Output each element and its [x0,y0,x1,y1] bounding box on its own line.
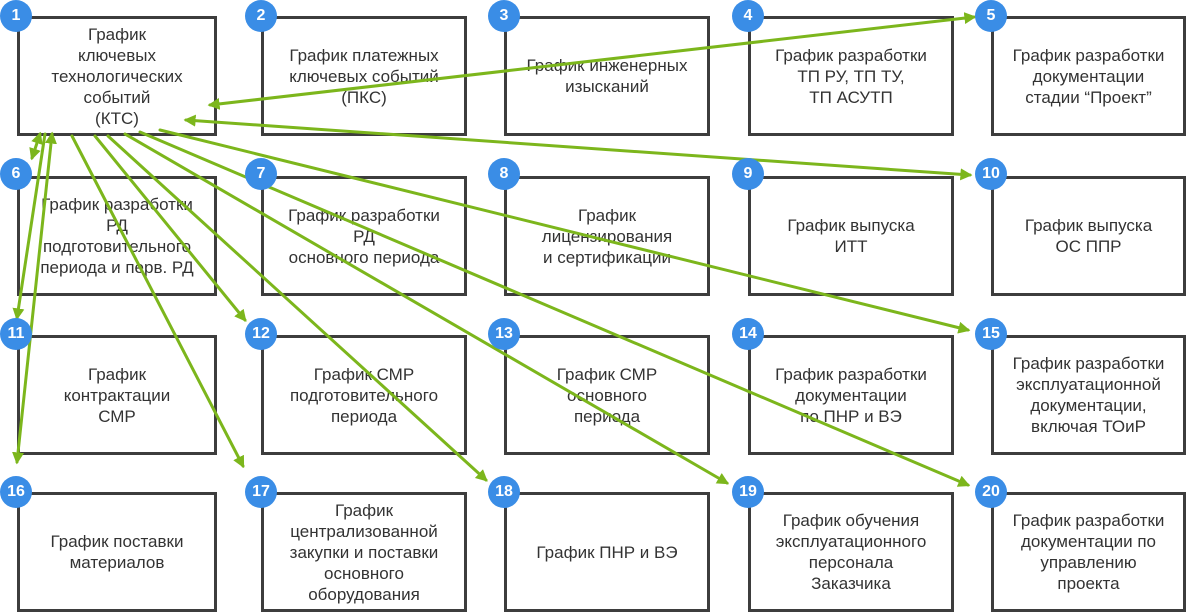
box-4-label: График разработки ТП РУ, ТП ТУ, ТП АСУТП [775,45,927,107]
badge-4: 4 [732,0,764,32]
badge-7: 7 [245,158,277,190]
arrow-1-6 [29,131,43,161]
box-19: График обучения эксплуатационного персон… [748,492,954,612]
badge-8-number: 8 [499,165,509,182]
badge-9: 9 [732,158,764,190]
box-5: График разработки документации стадии “П… [991,16,1186,136]
box-14: График разработки документации по ПНР и … [748,335,954,455]
badge-19-number: 19 [739,483,757,500]
badge-3-number: 3 [499,7,509,24]
badge-2-number: 2 [256,7,266,24]
box-10: График выпуска ОС ППР [991,176,1186,296]
badge-10: 10 [975,158,1007,190]
badge-16: 16 [0,476,32,508]
badge-9-number: 9 [743,165,753,182]
badge-12: 12 [245,318,277,350]
box-12: График СМР подготовительного периода [261,335,467,455]
box-20-label: График разработки документации по управл… [1012,511,1165,593]
box-11-label: График контрактации СМР [63,364,171,426]
badge-3: 3 [488,0,520,32]
badge-6-number: 6 [11,165,21,182]
box-9-label: График выпуска ИТТ [787,216,915,256]
box-10-label: График выпуска ОС ППР [1024,216,1153,256]
badge-11: 11 [0,318,32,350]
box-18-label: График ПНР и ВЭ [536,542,678,562]
badge-5-number: 5 [986,7,996,24]
badge-7-number: 7 [256,165,266,182]
badge-13-number: 13 [495,325,513,342]
box-14-label: График разработки документации по ПНР и … [775,364,927,426]
box-11: График контрактации СМР [17,335,217,455]
badge-16-number: 16 [7,483,25,500]
box-16: График поставки материалов [17,492,217,612]
badge-6: 6 [0,158,32,190]
badge-5: 5 [975,0,1007,32]
badge-1: 1 [0,0,32,32]
box-3-label: График инженерных изысканий [526,56,688,96]
box-17-label: График централизованной закупки и постав… [289,500,439,604]
badge-18-number: 18 [495,483,513,500]
box-17: График централизованной закупки и постав… [261,492,467,612]
badge-17: 17 [245,476,277,508]
box-4: График разработки ТП РУ, ТП ТУ, ТП АСУТП [748,16,954,136]
box-13: График СМР основного периода [504,335,710,455]
box-15: График разработки эксплуатационной докум… [991,335,1186,455]
badge-12-number: 12 [252,325,270,342]
badge-14: 14 [732,318,764,350]
box-2: График платежных ключевых событий (ПКС) [261,16,467,136]
badge-19: 19 [732,476,764,508]
box-18: График ПНР и ВЭ [504,492,710,612]
badge-2: 2 [245,0,277,32]
badge-1-number: 1 [11,7,21,24]
box-3: График инженерных изысканий [504,16,710,136]
badge-4-number: 4 [743,7,753,24]
box-15-label: График разработки эксплуатационной докум… [1012,354,1165,436]
box-7: График разработки РД основного периода [261,176,467,296]
box-16-label: График поставки материалов [50,532,184,572]
box-8: График лицензирования и сертификации [504,176,710,296]
badge-13: 13 [488,318,520,350]
badge-10-number: 10 [982,165,1000,182]
box-20: График разработки документации по управл… [991,492,1186,612]
badge-18: 18 [488,476,520,508]
box-19-label: График обучения эксплуатационного персон… [775,511,927,593]
box-5-label: График разработки документации стадии “П… [1012,45,1165,107]
box-6: График разработки РД подготовительного п… [17,176,217,296]
badge-15: 15 [975,318,1007,350]
badge-17-number: 17 [252,483,270,500]
box-2-label: График платежных ключевых событий (ПКС) [289,45,439,107]
box-6-label: График разработки РД подготовительного п… [40,195,194,277]
badge-20-number: 20 [982,483,1000,500]
box-13-label: График СМР основного периода [556,364,658,426]
badge-20: 20 [975,476,1007,508]
badge-8: 8 [488,158,520,190]
badge-15-number: 15 [982,325,1000,342]
badge-11-number: 11 [7,325,25,342]
box-12-label: График СМР подготовительного периода [289,364,439,426]
badge-14-number: 14 [739,325,757,342]
box-8-label: График лицензирования и сертификации [541,205,673,267]
box-9: График выпуска ИТТ [748,176,954,296]
box-1: График ключевых технологических событий … [17,16,217,136]
box-7-label: График разработки РД основного периода [288,205,440,267]
box-1-label: График ключевых технологических событий … [51,24,183,128]
